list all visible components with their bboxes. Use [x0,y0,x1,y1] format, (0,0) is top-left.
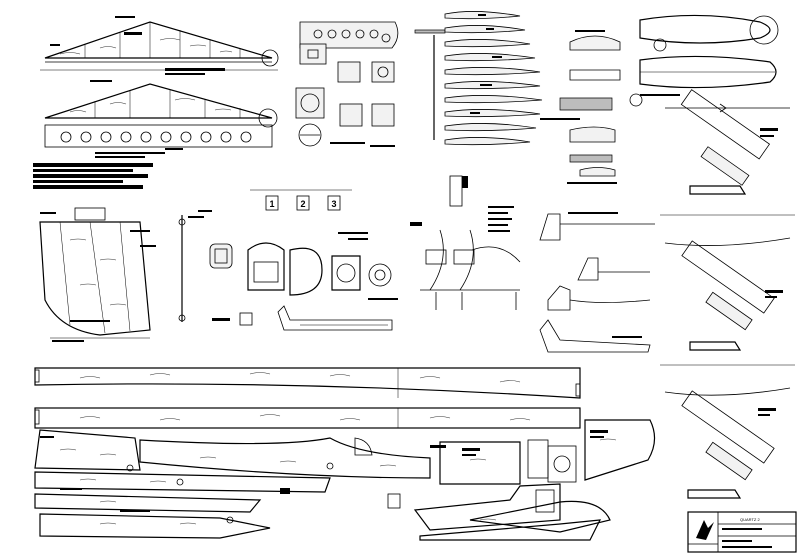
rib-stack [414,11,543,146]
step-1-label: 1 [269,199,274,209]
title-block-text: QUARTZ 2 [740,517,760,522]
cockpit-formers [209,232,398,326]
tail-strut-detail [178,210,212,322]
aircraft-view-1 [660,89,795,216]
fuselage-top-view [639,14,779,96]
pushrod-detail [277,305,393,331]
tail-construction [39,207,156,342]
notes-block-left [33,163,153,189]
wing-plan-top [40,16,279,82]
title-block: QUARTZ 2 [687,511,797,553]
step-2-label: 2 [300,199,305,209]
bird-logo-icon [696,520,714,540]
bottom-parts [34,419,656,541]
fin-details [539,212,655,353]
step-badges: 1 2 3 [250,189,352,211]
aircraft-view-3 [664,387,791,499]
former-details [295,21,399,147]
fuselage-side-2 [34,407,581,429]
servo-linkage [410,175,521,310]
fuselage-side-1 [34,367,581,399]
wing-plan-bottom [44,83,278,158]
wing-rib-holes [60,131,252,143]
aircraft-view-2 [660,237,795,366]
step-3-label: 3 [331,199,336,209]
canopy-details [540,30,643,184]
